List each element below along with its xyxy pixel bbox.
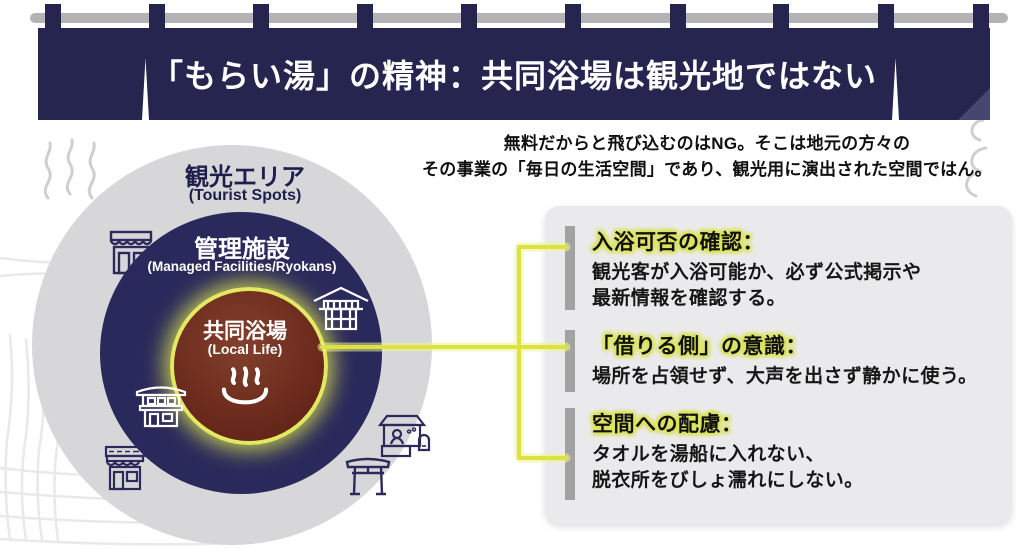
rule-item-space-consideration: 空間への配慮： タオルを湯船に入れない、 脱衣所をびしょ濡れにしない。 <box>565 408 998 500</box>
outer-ring-sublabel: (Tourist Spots) <box>188 187 302 204</box>
rules-panel: 入浴可否の確認： 観光客が入浴可能か、必ず公式掲示や 最新情報を確認する。 「借… <box>545 206 1012 524</box>
noren-tab <box>565 4 581 34</box>
rule-item-borrower-mindset: 「借りる側」の意識： 場所を占領せず、大声を出さず静かに使う。 <box>565 330 998 392</box>
noren-tab <box>773 4 789 34</box>
onsen-icon <box>221 366 269 405</box>
communal-bath-circle <box>170 287 328 445</box>
noren-rod <box>30 13 1008 23</box>
center-sublabel: (Local Life) <box>207 341 283 357</box>
rule-body-line: 場所を占領せず、大声を出さず静かに使う。 <box>592 366 978 387</box>
intro-line-1: 無料だからと飛び込むのはNG。そこは地元の方々の <box>503 134 911 153</box>
rule-body-line: 最新情報を確認する。 <box>592 288 787 310</box>
noren-tab <box>357 4 373 34</box>
middle-ring-label: 管理施設 <box>194 236 290 263</box>
outer-ring-label: 観光エリア <box>185 164 305 191</box>
ryokan-icon <box>313 286 369 331</box>
noren-tab <box>45 4 61 34</box>
rule-heading: 入浴可否の確認： <box>592 231 764 254</box>
page-title: 「もらい湯」の精神：共同浴場は観光地ではない <box>150 58 877 94</box>
steam-icon <box>43 138 96 200</box>
storefront-icon <box>109 230 153 275</box>
noren-tab <box>670 4 686 34</box>
temple-icon <box>135 386 187 428</box>
title-banner: 「もらい湯」の精神：共同浴場は観光地ではない <box>38 28 990 120</box>
middle-ring-sublabel: (Managed Facilities/Ryokans) <box>147 259 337 274</box>
rule-body-line: 観光客が入浴可能か、必ず公式掲示や <box>592 262 922 283</box>
noren-tab <box>973 4 989 34</box>
rule-heading: 「借りる側」の意識： <box>592 335 807 358</box>
rule-item-bathing-check: 入浴可否の確認： 観光客が入浴可能か、必ず公式掲示や 最新情報を確認する。 <box>565 226 998 312</box>
rule-heading: 空間への配慮： <box>592 413 743 436</box>
noren-tab <box>149 4 165 34</box>
noren-tab <box>878 4 894 34</box>
sign-shop-icon <box>104 445 146 491</box>
rule-accent-bar <box>565 408 575 500</box>
rule-accent-bar <box>565 330 575 392</box>
rule-body-line: タオルを湯船に入れない、 <box>592 444 825 465</box>
intro-text: 無料だからと飛び込むのはNG。そこは地元の方々の その事業の「毎日の生活空間」で… <box>398 131 1016 184</box>
rule-body-line: 脱衣所をびしょ濡れにしない。 <box>592 470 864 492</box>
intro-line-2: その事業の「毎日の生活空間」であり、観光用に演出された空間ではん。 <box>421 160 993 180</box>
center-label: 共同浴場 <box>203 320 287 343</box>
noren-slit <box>892 58 899 120</box>
noren-slit <box>142 58 149 120</box>
rule-accent-bar <box>565 226 575 310</box>
noren-tab <box>253 4 269 34</box>
torii-icon <box>345 457 391 496</box>
noren-tab <box>461 4 477 34</box>
